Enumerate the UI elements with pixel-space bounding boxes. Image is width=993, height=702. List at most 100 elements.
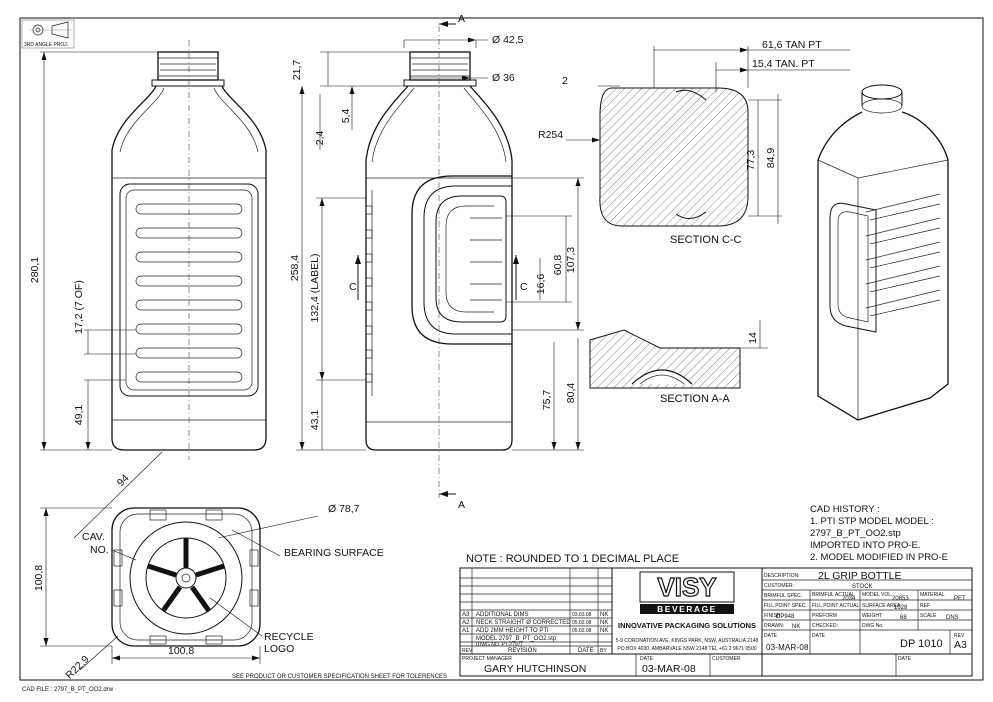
rev-header-rev: REV <box>462 648 473 654</box>
tb-drawn-date: 03-MAR-08 <box>766 643 809 652</box>
side-view-dimensions: Ø 42,5 Ø 36 21,7 5,4 2,4 258,4 132,4 (LA… <box>289 34 584 451</box>
section-mark-c-right: C <box>520 281 528 293</box>
rev-row-text: ADD 2MM HEIGHT TO PTI <box>476 628 549 634</box>
bearing-surface-label: BEARING SURFACE <box>284 547 384 559</box>
logo-address-2: PO BOX 4030, AMBARVALE NSW 2148 TEL +61 … <box>617 646 756 652</box>
dim-tan-15-4: 15,4 TAN. PT <box>752 58 815 70</box>
tb-surface-area: 1028 <box>894 605 908 611</box>
cad-history: CAD HISTORY : 1. PTI STP MODEL MODEL : 2… <box>810 504 948 563</box>
dim-width-100-8-v: 100,8 <box>33 565 45 591</box>
bottom-view-dimensions: 94 CAV. NO. 100,8 100,8 R22,9 Ø 78,7 BEA… <box>33 451 384 682</box>
dim-width-100-8-h: 100,8 <box>168 645 194 657</box>
tb-material-label: MATERIAL <box>920 592 945 598</box>
title-block: A3 ADDITIONAL DIMS 03.03.08 NK A2 NECK S… <box>459 567 973 677</box>
tb-checked-label: CHECKED: <box>812 623 838 629</box>
dim-base-to-label: 49,1 <box>73 405 85 426</box>
tb-pm-label: PROJECT MANAGER <box>462 656 512 662</box>
footer-cad-file: CAD FILE : 2797_B_PT_OO2.drw <box>22 687 114 693</box>
cav-no-line1: CAV. <box>82 531 105 543</box>
dim-r22-9: R22,9 <box>63 653 91 681</box>
dim-grip-16-6: 16,6 <box>535 274 547 295</box>
dim-77-3: 77,3 <box>745 150 757 171</box>
rev-row-by: NK <box>600 628 608 634</box>
projection-label: 3RD ANGLE PROJ. <box>24 42 68 48</box>
bottom-view <box>111 507 261 647</box>
tb-pm-date-label: DATE <box>640 656 654 662</box>
dim-grip-60-8: 60,8 <box>552 255 564 276</box>
dim-2-4: 2,4 <box>314 131 326 146</box>
rev-row-text: ADDITIONAL DIMS <box>476 612 528 618</box>
tb-weight-label: WEIGHT <box>862 613 882 619</box>
tb-weight: 68 <box>900 615 907 621</box>
rev-row-date: 05.02.08 <box>572 628 592 634</box>
cad-history-line: IMPORTED INTO PRO-E. <box>810 540 921 551</box>
dim-d36: Ø 36 <box>492 72 515 84</box>
recycle-logo-line1: RECYCLE <box>264 631 314 643</box>
dim-d78-7: Ø 78,7 <box>328 503 360 515</box>
rev-row-by: NK <box>600 612 608 618</box>
dim-84-9: 84,9 <box>765 148 777 169</box>
tb-rev: A3 <box>954 639 967 651</box>
front-view-dimensions: 280,1 17,2 (7 OF) 49,1 <box>29 51 158 451</box>
dim-label-height: 132,4 (LABEL) <box>309 254 321 323</box>
tb-dwg-no: DP 1010 <box>900 638 943 650</box>
projection-symbol: 3RD ANGLE PROJ. <box>21 19 75 49</box>
tb-date-label-2: DATE <box>812 633 826 639</box>
dim-grip-107-3: 107,3 <box>565 247 577 273</box>
tb-customer: STOCK <box>852 584 873 590</box>
rev-row-text: MODEL 2797_B_PT_OO2.stp <box>476 636 557 642</box>
tb-brimful-actual: 2034 <box>842 596 856 602</box>
side-view: A A C C <box>349 13 528 511</box>
tb-finish-label: FINISH <box>764 613 781 619</box>
logo-tagline: INNOVATIVE PACKAGING SOLUTIONS <box>618 621 756 630</box>
dim-neck-height: 21,7 <box>291 60 303 81</box>
tb-ref-label: REF <box>920 603 930 609</box>
dim-d42-5: Ø 42,5 <box>492 34 524 46</box>
tb-fill-spec-label: FILL POINT SPEC. <box>764 603 807 609</box>
recycle-logo-line2: LOGO <box>264 643 294 655</box>
cad-history-line: 1. PTI STP MODEL MODEL : <box>810 516 934 527</box>
rev-row-by: NK <box>600 620 608 626</box>
rev-row-rev: A3 <box>462 612 470 618</box>
dim-diag-94: 94 <box>115 472 132 489</box>
tb-rev-label: REV <box>954 633 965 639</box>
logo-brand: VISY <box>657 572 716 602</box>
tb-customer2-label: CUSTOMER <box>712 656 741 662</box>
tb-scale-label: SCALE <box>920 613 937 619</box>
section-aa-label: SECTION A-A <box>660 393 730 405</box>
rev-row-rev: A2 <box>462 620 470 626</box>
rev-row-text: NECK STRAIGHT Ø CORRECTED <box>476 620 571 626</box>
tb-description-label: DESCRIPTION: <box>764 573 800 579</box>
dim-80-4: 80,4 <box>565 383 577 404</box>
tb-finish: DP948 <box>776 614 795 620</box>
dim-5-4: 5,4 <box>340 109 352 124</box>
dim-label-pitch: 17,2 (7 OF) <box>73 280 85 334</box>
section-cc-label: SECTION C-C <box>670 234 742 246</box>
section-cc: SECTION C-C <box>599 87 749 246</box>
dim-75-7: 75,7 <box>541 390 553 411</box>
logo-sub: BEVERAGE <box>657 604 717 614</box>
front-view <box>111 40 267 460</box>
rev-row-date: 03.03.08 <box>572 612 592 618</box>
dim-43-1: 43,1 <box>309 410 321 431</box>
dim-258-4: 258,4 <box>289 255 301 281</box>
section-cc-dimensions: 61,6 TAN PT 15,4 TAN. PT 2 R254 77,3 84,… <box>538 39 850 224</box>
tb-date2-label: DATE <box>898 656 912 662</box>
tb-description: 2L GRIP BOTTLE <box>818 570 901 582</box>
rev-header-by: BY <box>600 648 607 654</box>
tb-model-vol: 20853 <box>892 596 909 602</box>
cad-history-line: CAD HISTORY : <box>810 504 880 515</box>
tb-surface-area-label: SURFACE AREA <box>862 603 901 609</box>
isometric-view <box>817 84 949 421</box>
rev-header-revision: REVISION <box>508 648 537 654</box>
tb-drawn-label: DRAWN: <box>764 623 784 629</box>
cad-history-line: 2797_B_PT_OO2.stp <box>810 528 901 539</box>
rev-row-rev: A1 <box>462 628 470 634</box>
tb-pm: GARY HUTCHINSON <box>484 663 586 675</box>
rev-header-date: DATE <box>578 648 594 654</box>
rev-row-date: 05.02.08 <box>572 620 592 626</box>
tb-material: PET <box>954 596 966 602</box>
tb-dwg-no-label: DWG No. <box>862 623 883 629</box>
tb-scale: DNS <box>946 615 959 621</box>
dim-2: 2 <box>562 75 568 87</box>
